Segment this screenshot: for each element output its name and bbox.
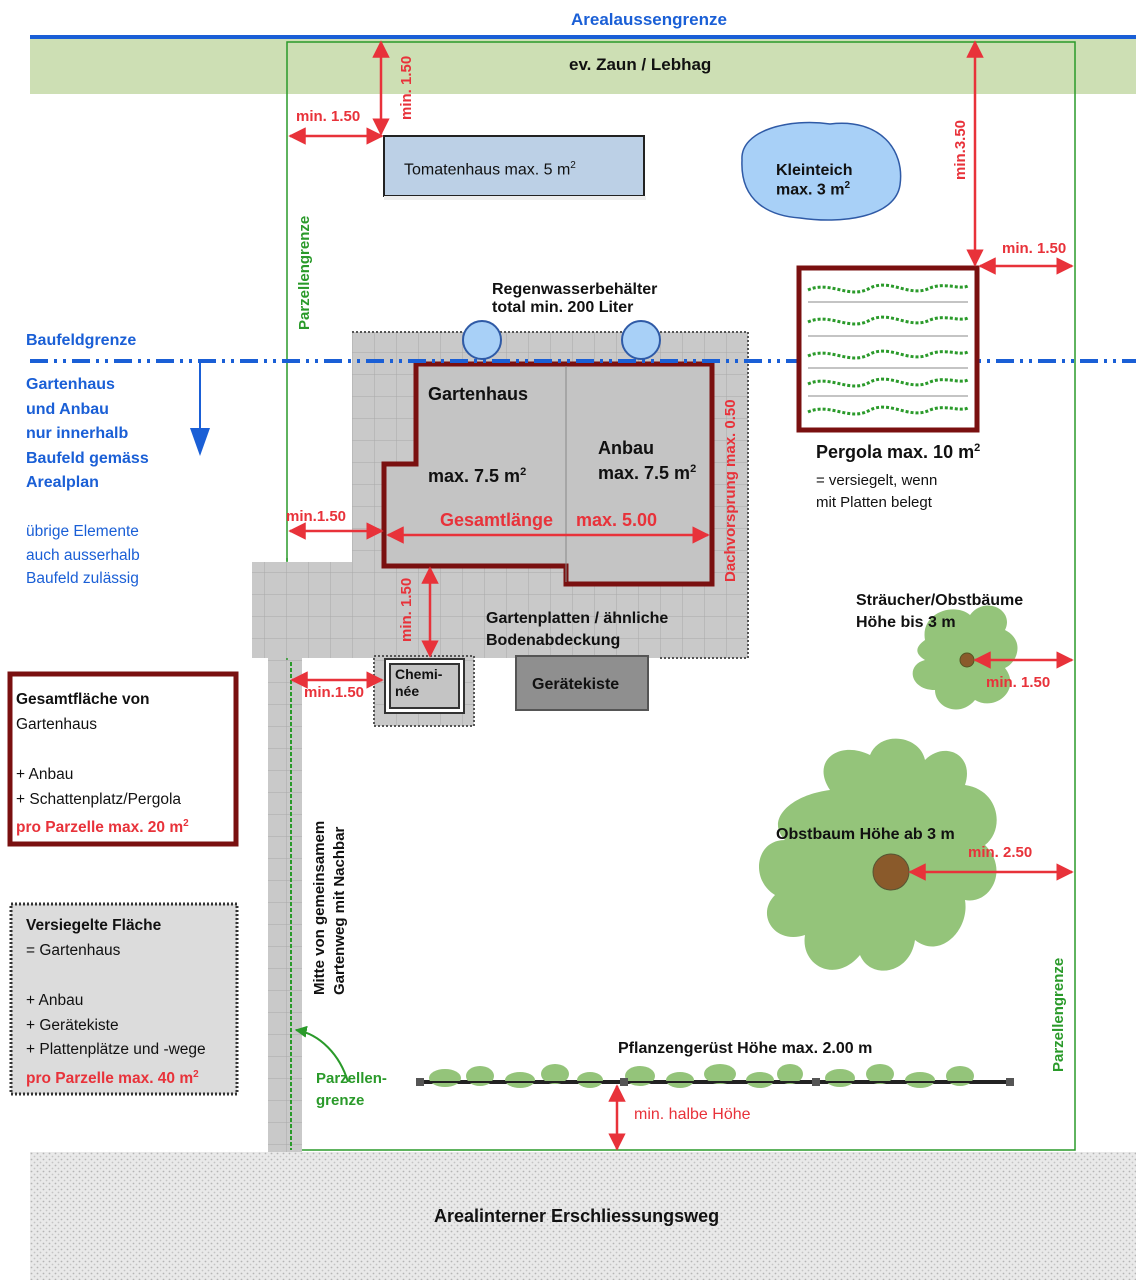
dim-left-tomato: min. 1.50	[296, 108, 361, 125]
dim-left-chimney: min.1.50	[304, 684, 365, 701]
roof-overhang-label: Dachvorsprung max. 0.50	[722, 399, 739, 582]
dim-shrub-right: min. 1.50	[986, 674, 1051, 691]
fruit-tree	[758, 738, 997, 971]
chimney-label: Chemi- née	[395, 666, 443, 699]
other-elements-note: übrige Elemente auch ausserhalb Baufeld …	[26, 523, 140, 587]
pergola-label: Pergola max. 10 m2	[816, 442, 981, 462]
shrubs-label: Sträucher/Obstbäume Höhe bis 3 m	[856, 592, 1024, 631]
fruit-tree-label: Obstbaum Höhe ab 3 m	[776, 826, 955, 843]
trellis-distance-label: min. halbe Höhe	[634, 1106, 751, 1123]
tomato-house	[383, 135, 645, 197]
total-area-box: Gesamtfläche von Gartenhaus + Anbau + Sc…	[16, 691, 189, 837]
sealed-area-box: Versiegelte Fläche = Gartenhaus + Anbau …	[26, 917, 206, 1087]
tool-box	[515, 655, 649, 711]
pond-label: Kleinteich max. 3 m2	[776, 162, 853, 199]
pond	[741, 121, 902, 221]
shared-path-label: Mitte von gemeinsamem Gartenweg mit Nach…	[311, 820, 348, 995]
sealed-area-box-border	[9, 902, 239, 1096]
anbau-label: Anbau max. 7.5 m2	[598, 438, 697, 483]
dim-top-tomato: min. 1.50	[398, 55, 415, 120]
baufeld-title: Baufeldgrenze	[26, 332, 137, 349]
pergola	[796, 265, 980, 433]
parcel-pointer-label: Parzellen- grenze	[316, 1070, 387, 1109]
slabs-label: Gartenplatten / ähnliche Bodenabdeckung	[486, 610, 669, 649]
gartenhaus-area: max. 7.5 m2	[428, 466, 527, 486]
gartenhaus-label: Gartenhaus	[428, 384, 529, 404]
dim-top-pergola: min.3.50	[952, 119, 969, 180]
total-length-label: Gesamtlänge	[440, 510, 554, 530]
rain-barrel-label: Regenwasserbehälter total min. 200 Liter	[492, 281, 658, 317]
access-road	[30, 1152, 1136, 1280]
dim-tree-right: min. 2.50	[968, 844, 1033, 861]
dim-right-pergola: min. 1.50	[1002, 240, 1067, 257]
parcel-boundary-label-right: Parzellengrenze	[1050, 957, 1067, 1072]
rain-barrel-2	[621, 320, 661, 360]
access-road-label: Arealinterner Erschliessungsweg	[434, 1206, 720, 1226]
hedge-label: ev. Zaun / Lebhag	[569, 55, 712, 74]
dim-left-house: min.1.50	[286, 508, 347, 525]
tool-box-label: Gerätekiste	[532, 676, 620, 693]
hedge-band	[30, 38, 1136, 94]
pergola-note: = versiegelt, wenn mit Platten belegt	[816, 472, 938, 511]
dim-house-chimney: min. 1.50	[398, 577, 415, 642]
baufeld-note: Gartenhaus und Anbau nur innerhalb Baufe…	[26, 376, 149, 491]
shared-path	[268, 658, 302, 1152]
rain-barrel-1	[462, 320, 502, 360]
parcel-boundary-label-left: Parzellengrenze	[296, 215, 313, 330]
trellis-plants	[429, 1064, 974, 1088]
total-length-value: max. 5.00	[576, 510, 658, 530]
trellis-label: Pflanzengerüst Höhe max. 2.00 m	[618, 1040, 873, 1057]
tomato-house-label: Tomatenhaus max. 5 m2	[404, 160, 576, 179]
areal-boundary-label: Arealaussengrenze	[571, 10, 727, 29]
total-area-box-border	[7, 671, 239, 847]
